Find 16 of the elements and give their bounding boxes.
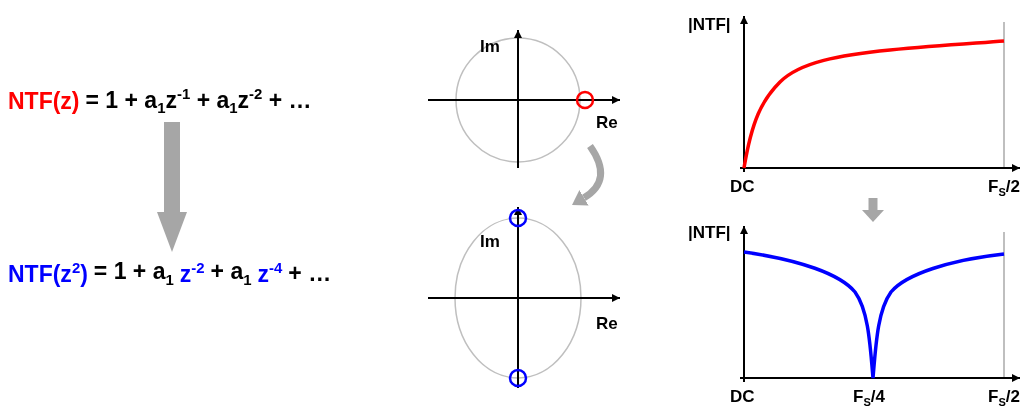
equation: NTF(z) = 1 + a$_{1}$z$^{-1}$ + a$_{1}$z$^{-2}$ + … (8, 80, 398, 122)
tick-label: F$_{S}$/4 (853, 388, 885, 409)
axis-label: Im (480, 233, 500, 250)
tick-label: F$_{S}$/2 (988, 178, 1020, 199)
axis-label: Re (596, 315, 618, 332)
arrow (572, 144, 605, 206)
tick-label: F$_{S}$/2 (988, 388, 1020, 409)
axis-label: |NTF| (688, 16, 731, 33)
equation: NTF(z$^{2}$) = 1 + a$_{1}$ z$^{-2}$ + a$_{1}$ z$^{-4}$ + … (8, 252, 408, 294)
tick-label: DC (730, 388, 755, 405)
tick-label: DC (730, 178, 755, 195)
arrow (157, 122, 187, 252)
axis-label: Re (596, 114, 618, 131)
axis-label: |NTF| (688, 224, 731, 241)
axis-label: Im (480, 38, 500, 55)
arrow (862, 198, 884, 222)
